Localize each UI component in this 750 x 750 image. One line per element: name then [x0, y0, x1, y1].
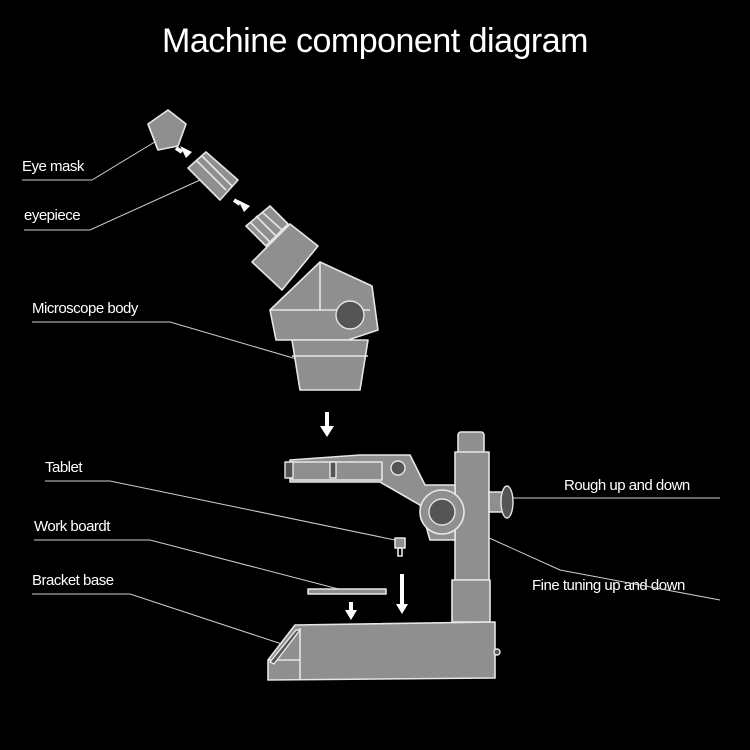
lower-column-part	[451, 579, 491, 623]
label-work-board: Work boardt	[34, 518, 110, 535]
arrow-down-right-1	[180, 146, 192, 158]
page-title: Machine component diagram	[162, 22, 588, 60]
leader-eye-mask	[22, 139, 159, 181]
label-fine-tuning: Fine tuning up and down	[532, 577, 685, 594]
work-board-part	[307, 588, 387, 595]
label-tablet: Tablet	[45, 459, 83, 476]
tablet-part	[394, 537, 406, 557]
leader-bracket-base	[32, 593, 301, 651]
label-eye-mask: Eye mask	[22, 158, 84, 175]
leader-tablet	[45, 480, 396, 541]
arrows-to-base	[345, 574, 408, 620]
microscope-body-part	[245, 205, 379, 391]
arrow-body-down	[320, 412, 334, 437]
eye-mask-part	[147, 109, 187, 151]
leader-work-board	[34, 539, 351, 593]
label-rough-up-down: Rough up and down	[564, 477, 690, 494]
assembly-arrows	[174, 146, 250, 212]
eyepiece-part	[187, 151, 239, 201]
label-microscope-body: Microscope body	[32, 300, 138, 317]
label-eyepiece: eyepiece	[24, 207, 81, 224]
leader-microscope-body	[32, 321, 301, 361]
leader-eyepiece	[24, 179, 201, 231]
label-bracket-base: Bracket base	[32, 572, 114, 589]
leader-lines	[22, 139, 721, 651]
arrow-down-right-2	[238, 200, 250, 212]
holder-arm-part	[284, 431, 514, 581]
bracket-base-part	[267, 621, 501, 681]
